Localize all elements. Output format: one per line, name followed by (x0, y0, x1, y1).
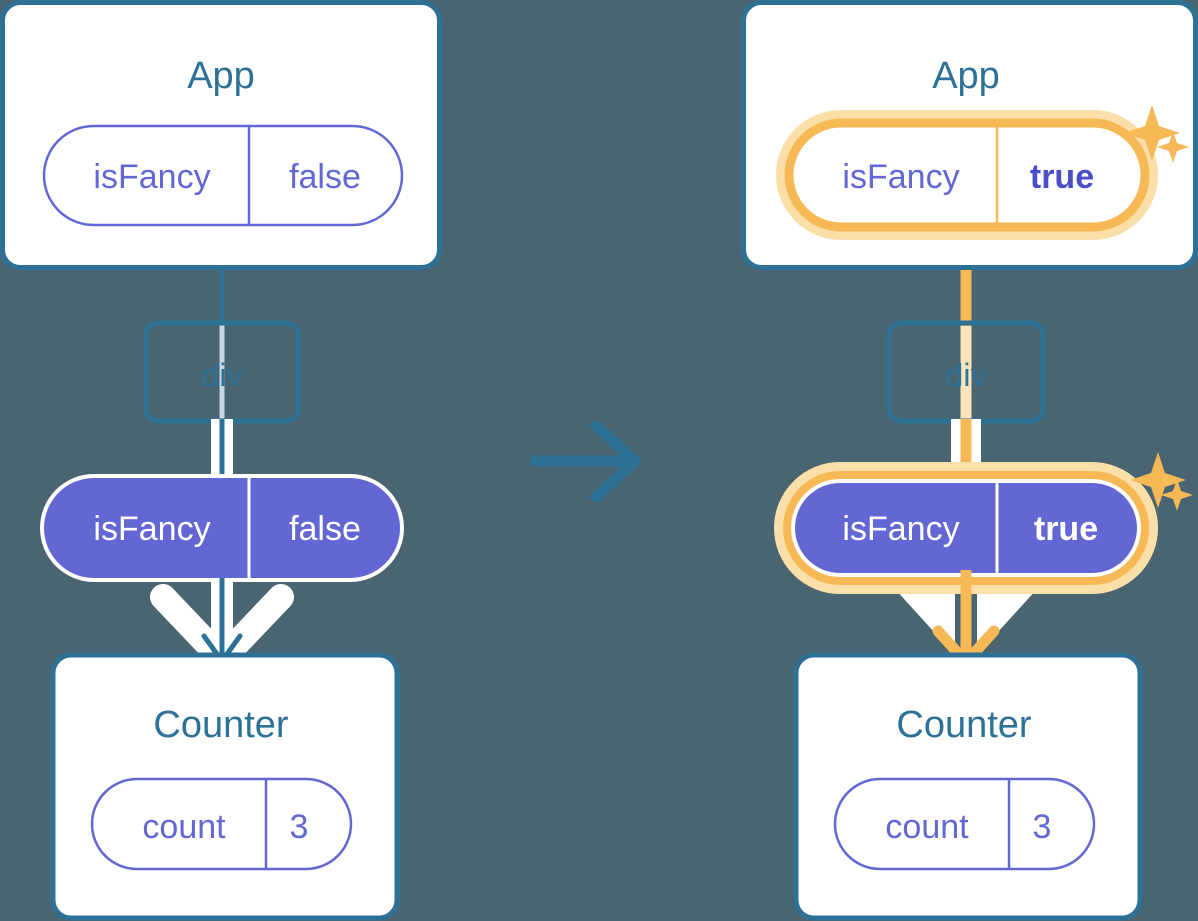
pill-body (42, 124, 404, 227)
app-state-pill-after: isFancy true (776, 105, 1189, 240)
app-state-pill-before: isFancy false (42, 124, 404, 227)
counter-title-before: Counter (153, 704, 289, 746)
pill-body (44, 478, 400, 578)
sparkle-icon-small-app (1157, 131, 1189, 163)
sparkle-icon-large-prop (1130, 452, 1186, 508)
pill-value: false (289, 158, 361, 196)
pill-highlight-ring (784, 118, 1150, 232)
div-label-before: div (202, 357, 243, 393)
pill-body (90, 777, 353, 871)
counter-state-pill-before: count 3 (90, 777, 353, 871)
pill-value: false (289, 510, 361, 548)
pill-key: count (142, 808, 226, 846)
pill-key: isFancy (93, 158, 210, 196)
sparkle-icon-small-prop (1161, 479, 1193, 511)
pill-key: isFancy (93, 510, 210, 548)
app-title-before: App (187, 55, 255, 97)
pill-key: isFancy (842, 158, 959, 196)
pill-value: true (1030, 158, 1094, 196)
div-label-after: div (946, 357, 987, 393)
pill-body (833, 777, 1096, 871)
sparkle-icon-large-app (1124, 105, 1180, 161)
pill-glow (776, 110, 1158, 240)
pill-value: 3 (1033, 808, 1052, 846)
pill-value: true (1034, 510, 1098, 548)
transition-arrow-icon (529, 420, 641, 503)
prop-pill-after: isFancy true (774, 452, 1193, 594)
pill-key: isFancy (842, 510, 959, 548)
prop-pill-before: isFancy false (40, 474, 404, 582)
counter-title-after: Counter (896, 704, 1032, 746)
pill-value: 3 (290, 808, 309, 846)
pill-key: count (885, 808, 969, 846)
counter-state-pill-after: count 3 (833, 777, 1096, 871)
app-title-after: App (932, 55, 1000, 97)
pill-body (795, 483, 1137, 573)
